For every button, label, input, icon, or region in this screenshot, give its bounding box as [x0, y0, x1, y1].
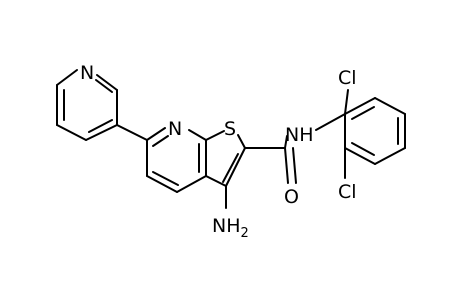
atom-label-amino: NH2 — [212, 215, 249, 241]
amino-symbol: NH — [212, 215, 241, 237]
bond-lines — [56, 69, 406, 209]
amino-subscript: 2 — [241, 226, 249, 241]
atom-label-sulfur: S — [224, 118, 236, 140]
atom-label-carbonyl-o: O — [284, 186, 299, 208]
atom-label-amide-nh: NH — [285, 124, 314, 146]
atom-label-chlorine-top: Cl — [338, 67, 357, 89]
atom-label-chlorine-bottom: Cl — [338, 181, 357, 203]
atom-label-pyridine-n: N — [80, 62, 94, 84]
atom-label-ring-n: N — [168, 118, 182, 140]
atom-labels: N N S NH O NH2 Cl Cl — [80, 62, 357, 241]
